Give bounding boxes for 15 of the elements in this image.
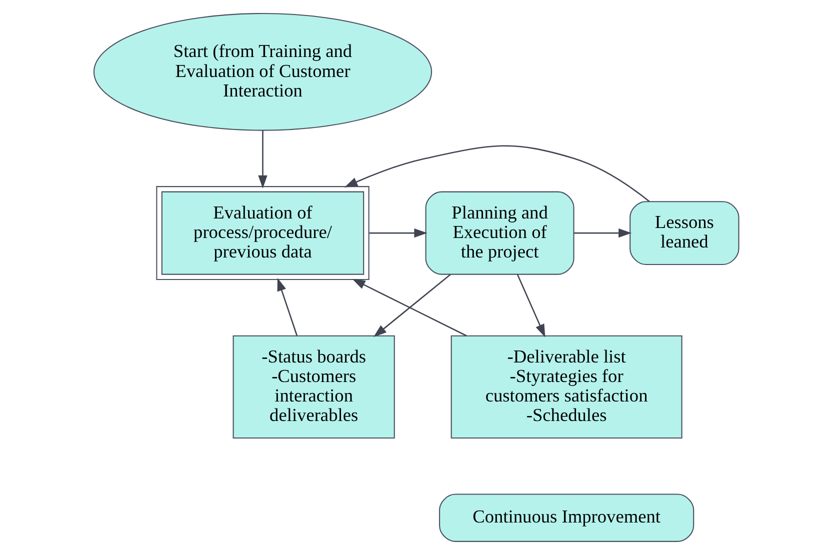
arrow — [258, 130, 268, 188]
node-box: Planning and Execution of the project — [425, 191, 574, 275]
arrow — [574, 228, 632, 238]
node-box: Evaluation of process/procedure/ previous data — [156, 186, 370, 280]
arrow — [369, 228, 428, 238]
arrow — [374, 274, 451, 338]
arrow — [344, 145, 650, 202]
arrow — [516, 274, 546, 338]
node-ellipse: Start (from Training and Evaluation of Customer Interaction — [93, 12, 432, 131]
arrow — [277, 278, 298, 336]
node-box: -Deliverable list -Styrategies for customers satisfaction -Schedules — [450, 335, 682, 438]
node-box: Continuous Improvement — [439, 494, 694, 542]
arrow — [352, 278, 467, 336]
node-box: -Status boards -Customers interaction deliverables — [232, 335, 395, 438]
node-box: Lessons leaned — [630, 201, 740, 265]
